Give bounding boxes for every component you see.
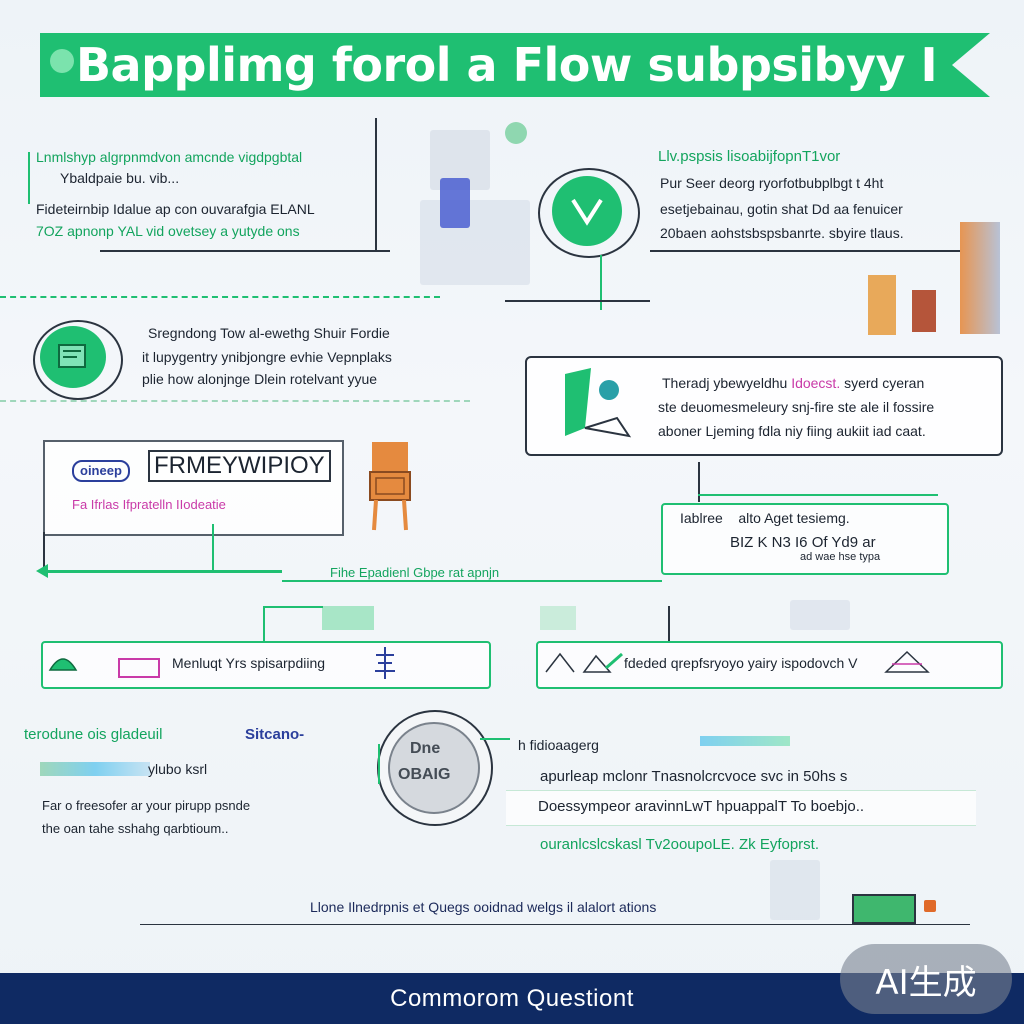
connector-line bbox=[263, 606, 265, 642]
coin-text-a: Dne bbox=[410, 740, 441, 757]
info-card-line-2: BIZ K N3 I6 Of Yd9 ar bbox=[730, 534, 876, 551]
hill-icon bbox=[48, 648, 78, 674]
bottom-left-sub: ylubo ksrl bbox=[148, 761, 208, 777]
title-banner: Bapplimg forol a Flow subpsibyy I bbox=[40, 33, 990, 97]
right-top-line-1: Pur Seer deorg ryorfotbubplbgt t 4ht bbox=[660, 175, 884, 191]
bottom-left-line-1: Far o freesofer ar your pirupp psnde bbox=[42, 798, 251, 813]
ruler-icon bbox=[884, 648, 930, 676]
step-right-line-3: aboner Ljeming fdla niy fiing aukiit iad… bbox=[658, 423, 926, 439]
right-top-line-3: 20baen aohstsbspsbanrte. sbyire tlaus. bbox=[660, 225, 904, 241]
connector-line bbox=[378, 744, 380, 784]
step-left-line-1: Sregndong Tow al-ewethg Shuir Fordie bbox=[148, 325, 390, 341]
info-card-line-1: Iablree alto Aget tesiemg. bbox=[680, 510, 850, 526]
divider-line bbox=[505, 300, 650, 302]
monitor-icon bbox=[852, 894, 916, 924]
divider-line bbox=[100, 250, 390, 252]
framework-logo: oineep bbox=[72, 460, 130, 482]
background-block bbox=[322, 606, 374, 630]
bottom-caption: Llone Ilnedrpnis et Quegs ooidnad welgs … bbox=[310, 899, 657, 915]
checkmark-circle-icon bbox=[552, 176, 622, 246]
ai-generated-badge: AI生成 bbox=[840, 944, 1012, 1014]
bottom-right-heading: h fidioaagerg bbox=[518, 737, 599, 753]
chat-bubble-icon bbox=[545, 366, 641, 444]
bottom-left-line-2: the oan tahe sshahg qarbtioum.. bbox=[42, 821, 229, 836]
connector-line bbox=[600, 255, 602, 310]
step-right-line-2: ste deuomesmeleury snj-fire ste ale il f… bbox=[658, 399, 935, 415]
document-icon bbox=[40, 326, 106, 388]
check-ring bbox=[538, 168, 640, 258]
ai-badge-text: AI生成 bbox=[875, 962, 977, 1003]
framework-caption: Fa Ifrlas Ifpratelln IIodeatie bbox=[72, 497, 226, 512]
mid-left-bar-label: Menluqt Yrs spisarpdiing bbox=[172, 655, 326, 671]
connector-line bbox=[212, 524, 214, 572]
bracket-line bbox=[28, 152, 30, 204]
divider-line bbox=[698, 462, 700, 502]
arrow-left-icon bbox=[36, 564, 48, 578]
tag-icon bbox=[118, 658, 160, 678]
background-block bbox=[912, 290, 936, 332]
bottom-left-heading: terodune ois gladeuil bbox=[24, 726, 163, 743]
dashed-connector bbox=[0, 400, 470, 402]
bottom-right-line-2: Doessympeor aravinnLwT hpuappalT To boeb… bbox=[538, 798, 865, 815]
mountain-icon bbox=[544, 648, 624, 676]
chair-icon bbox=[366, 436, 414, 532]
page-title: Bapplimg forol a Flow subpsibyy I bbox=[76, 38, 938, 92]
arrow-label: Fihe Epadienl Gbpe rat apnjn bbox=[330, 565, 500, 580]
connector-line bbox=[698, 494, 938, 496]
right-top-line-2: esetjebainau, gotin shat Dd aa fenuicer bbox=[660, 201, 903, 217]
highlight-band bbox=[506, 790, 976, 826]
left-top-line-1: Lnmlshyp algrpnmdvon amcnde vigdpgbtal bbox=[36, 149, 303, 165]
arrow-line bbox=[40, 570, 282, 573]
background-block bbox=[440, 178, 470, 228]
connector-line bbox=[480, 738, 510, 740]
info-card-line-3: ad wae hse typa bbox=[800, 551, 881, 563]
connector-line bbox=[263, 606, 323, 608]
background-block bbox=[540, 606, 576, 630]
bottom-right-line-3: ouranlcslcskasl Tv2ooupoLE. Zk Eyfoprst. bbox=[540, 836, 820, 853]
step-right-card bbox=[525, 356, 1003, 456]
background-block bbox=[770, 860, 820, 920]
coin-text-b: OBAIG bbox=[398, 766, 451, 783]
step-left-line-2: it lupygentry ynibjongre evhie Vepnplaks bbox=[142, 349, 392, 365]
left-top-line-4: 7OZ apnonp YAL vid ovetsey a yutyde ons bbox=[36, 223, 300, 239]
left-top-line-2: Ybaldpaie bu. vib... bbox=[60, 170, 180, 186]
banner-dot-icon bbox=[50, 49, 74, 73]
background-building bbox=[420, 200, 530, 285]
divider-line bbox=[650, 250, 960, 252]
info-card bbox=[661, 503, 949, 575]
bottom-left-heading-b: Sitcano- bbox=[245, 726, 305, 743]
coin-face bbox=[388, 722, 480, 814]
small-square-icon bbox=[924, 900, 936, 912]
color-strip bbox=[40, 762, 150, 776]
step-icon-ring bbox=[33, 320, 123, 400]
divider-line bbox=[43, 532, 45, 572]
bottom-right-line-1: apurleap mclonr Tnasnolcrcvoce svc in 50… bbox=[540, 768, 848, 785]
dashed-connector bbox=[0, 296, 440, 298]
framework-title: FRMEYWIPIOY bbox=[148, 450, 331, 482]
mid-left-bar bbox=[41, 641, 491, 689]
color-strip bbox=[700, 736, 790, 746]
step-left-line-3: plie how alonjnge Dlein rotelvant yyue bbox=[142, 371, 378, 387]
mid-right-bar-label: fdeded qrepfsryoyo yairy ispodovch V bbox=[624, 655, 858, 671]
plant-icon bbox=[505, 122, 527, 144]
tree-icon bbox=[372, 645, 398, 681]
step-right-line-1: Theradj ybewyeldhu Idoecst. syerd cyeran bbox=[662, 375, 925, 391]
background-block bbox=[868, 275, 896, 335]
mid-right-bar bbox=[536, 641, 1003, 689]
footer-title: Commorom Questiont bbox=[390, 984, 634, 1012]
divider-line bbox=[140, 924, 970, 925]
right-top-heading: Llv.pspsis lisoabijfopnT1vor bbox=[658, 148, 841, 165]
connector-line bbox=[282, 580, 662, 582]
divider-line bbox=[668, 606, 670, 642]
left-top-line-3: Fideteirnbip Idalue ap con ouvarafgia EL… bbox=[36, 201, 315, 217]
background-building bbox=[960, 222, 1000, 334]
divider-line bbox=[375, 118, 377, 250]
background-block bbox=[790, 600, 850, 630]
